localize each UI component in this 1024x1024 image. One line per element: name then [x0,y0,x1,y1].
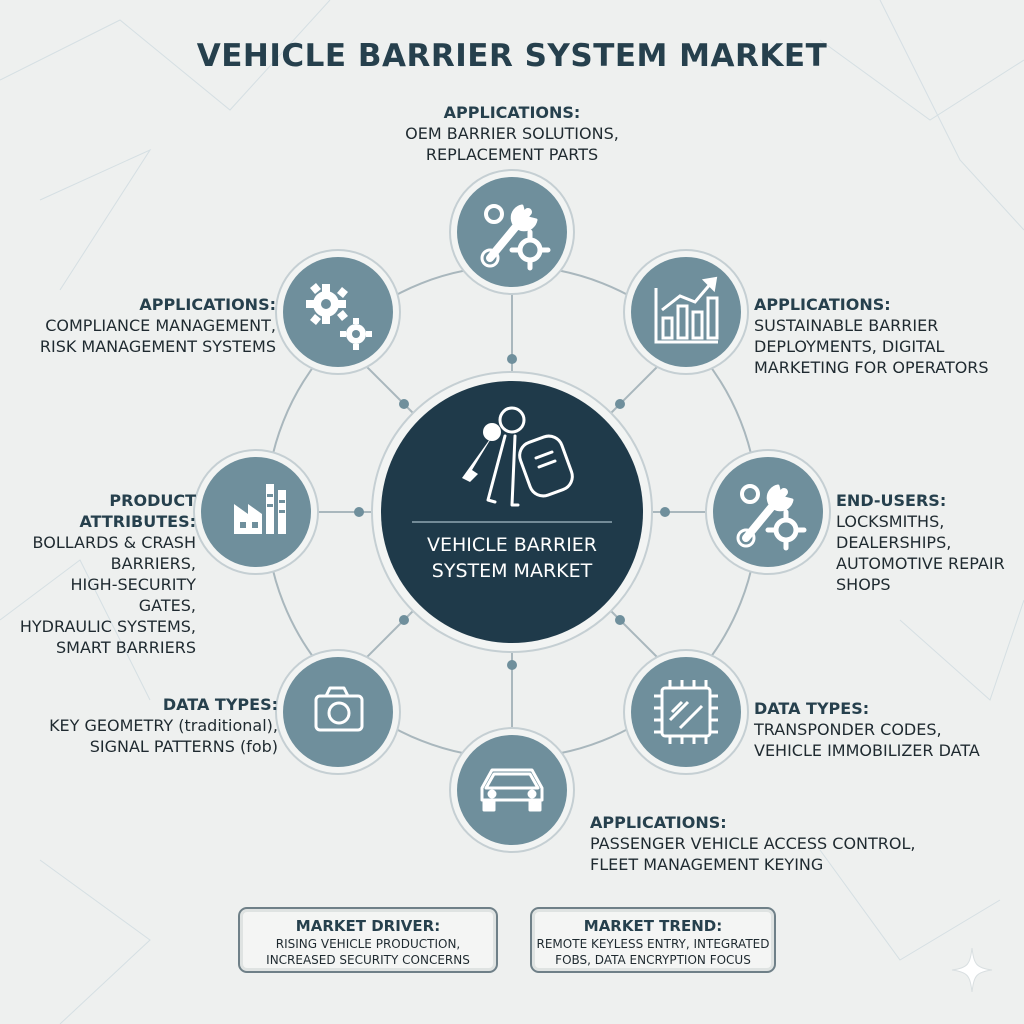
market-trend-text: REMOTE KEYLESS ENTRY, INTEGRATED FOBS, D… [536,937,770,967]
page-title: VEHICLE BARRIER SYSTEM MARKET [196,38,828,74]
label-right-text: LOCKSMITHS, DEALERSHIPS, AUTOMOTIVE REPA… [836,512,1005,594]
label-top-left: APPLICATIONS: COMPLIANCE MANAGEMENT, RIS… [20,294,276,357]
label-top-right-heading: APPLICATIONS: [754,295,891,314]
label-bottom-right: DATA TYPES: TRANSPONDER CODES, VEHICLE I… [754,698,1014,761]
market-trend-heading: MARKET TREND: [583,917,723,935]
label-bottom-left: DATA TYPES: KEY GEOMETRY (traditional), … [20,694,278,757]
label-top: APPLICATIONS: OEM BARRIER SOLUTIONS, REP… [372,102,652,165]
label-top-heading: APPLICATIONS: [443,103,581,122]
node-bottom [449,727,575,853]
chip-icon [654,680,718,744]
car-icon [480,768,544,812]
label-top-right-text: SUSTAINABLE BARRIER DEPLOYMENTS, DIGITAL… [754,316,989,377]
node-top-left [275,249,401,375]
market-trend-box: MARKET TREND: REMOTE KEYLESS ENTRY, INTE… [530,907,776,973]
key-fob-icon [462,406,574,507]
node-bottom-left [275,649,401,775]
label-right: END-USERS: LOCKSMITHS, DEALERSHIPS, AUTO… [836,490,1016,595]
label-bottom-left-text: KEY GEOMETRY (traditional), SIGNAL PATTE… [49,716,278,756]
label-bottom-right-text: TRANSPONDER CODES, VEHICLE IMMOBILIZER D… [754,720,980,760]
label-bottom-right-heading: DATA TYPES: [754,699,870,718]
node-bottom-right [623,649,749,775]
label-left-heading: PRODUCT ATTRIBUTES: [79,491,196,531]
label-top-text: OEM BARRIER SOLUTIONS, REPLACEMENT PARTS [405,124,619,164]
factory-icon [234,484,286,534]
center-label: VEHICLE BARRIER SYSTEM MARKET [426,534,598,582]
label-left: PRODUCT ATTRIBUTES: BOLLARDS & CRASH BAR… [10,490,196,658]
gears-icon [306,283,372,350]
wrench-gear-icon [480,204,551,271]
label-bottom-text: PASSENGER VEHICLE ACCESS CONTROL, FLEET … [590,834,916,874]
label-bottom: APPLICATIONS: PASSENGER VEHICLE ACCESS C… [590,812,950,875]
market-driver-box: MARKET DRIVER: RISING VEHICLE PRODUCTION… [238,907,498,973]
sparkle-icon [951,947,993,993]
label-top-left-heading: APPLICATIONS: [139,295,276,314]
camera-icon [314,686,364,732]
label-top-left-text: COMPLIANCE MANAGEMENT, RISK MANAGEMENT S… [39,316,276,356]
label-right-heading: END-USERS: [836,491,947,510]
wrench-gear-icon [736,484,807,551]
bar-chart-icon [654,276,719,344]
label-bottom-left-heading: DATA TYPES: [162,695,278,714]
market-driver-text: RISING VEHICLE PRODUCTION, INCREASED SEC… [266,937,470,967]
label-left-text: BOLLARDS & CRASH BARRIERS, HIGH-SECURITY… [19,533,196,657]
label-top-right: APPLICATIONS: SUSTAINABLE BARRIER DEPLOY… [754,294,1004,378]
label-bottom-heading: APPLICATIONS: [590,813,727,832]
market-driver-heading: MARKET DRIVER: [295,917,441,935]
